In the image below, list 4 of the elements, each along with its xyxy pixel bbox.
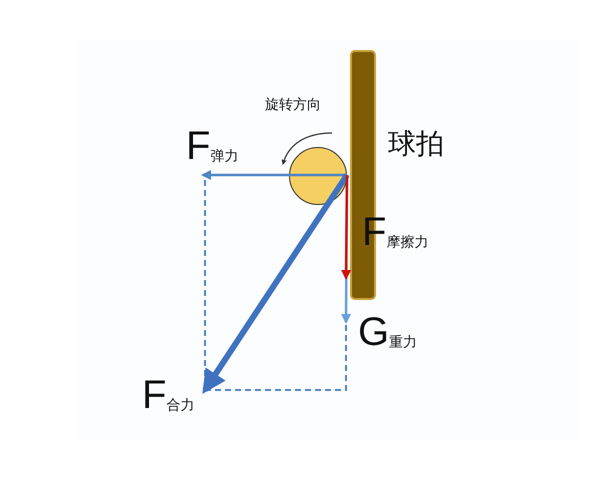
racket-label: 球拍 — [388, 130, 444, 158]
force-arrow — [341, 174, 352, 280]
force-arrow — [201, 170, 347, 180]
rotation-label: 旋转方向 — [265, 98, 321, 112]
